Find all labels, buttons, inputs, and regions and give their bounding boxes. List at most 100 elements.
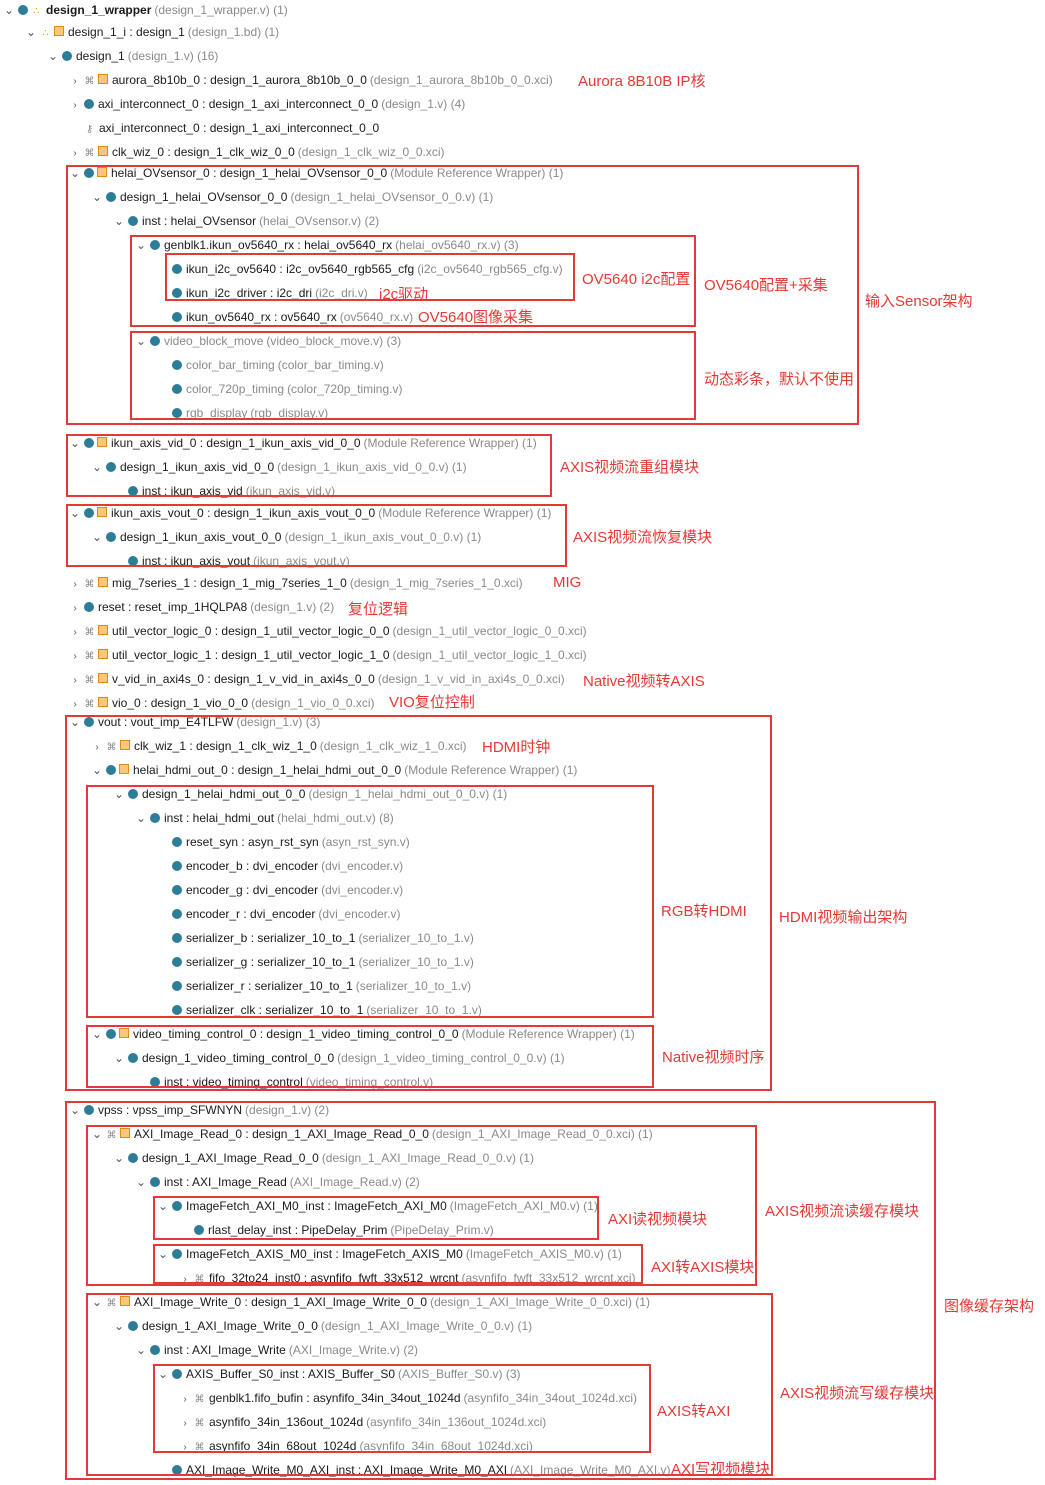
tree-row[interactable]: ⌄ikun_axis_vid_0 : design_1_ikun_axis_vi…: [69, 433, 537, 453]
tree-row[interactable]: ›encoder_b : dvi_encoder(dvi_encoder.v): [157, 856, 403, 876]
tree-row[interactable]: ›⚷axi_interconnect_0 : design_1_axi_inte…: [69, 118, 379, 138]
tree-row[interactable]: ›⌘asynfifo_34in_68out_1024d(asynfifo_34i…: [179, 1436, 533, 1456]
tree-row[interactable]: ›⌘genblk1.fifo_bufin : asynfifo_34in_34o…: [179, 1388, 637, 1408]
tree-row[interactable]: ›⌘fifo_32to24_inst0 : asynfifo_fwft_33x5…: [179, 1268, 635, 1288]
tree-row[interactable]: ›axi_interconnect_0 : design_1_axi_inter…: [69, 94, 465, 114]
tree-row[interactable]: ›⌘clk_wiz_0 : design_1_clk_wiz_0_0(desig…: [69, 142, 444, 162]
chevron-right-icon[interactable]: ›: [183, 1418, 187, 1429]
tree-row[interactable]: ⌄∴design_1_i : design_1(design_1.bd) (1): [25, 22, 279, 42]
tree-row[interactable]: ⌄video_block_move(video_block_move.v) (3…: [135, 331, 401, 351]
tree-row[interactable]: ⌄design_1_ikun_axis_vout_0_0(design_1_ik…: [91, 527, 481, 547]
chevron-down-icon[interactable]: ⌄: [91, 1127, 103, 1141]
tree-row[interactable]: ⌄AXIS_Buffer_S0_inst : AXIS_Buffer_S0(AX…: [157, 1364, 521, 1384]
chevron-down-icon[interactable]: ⌄: [135, 1343, 147, 1357]
chevron-down-icon[interactable]: ⌄: [91, 530, 103, 544]
tree-row[interactable]: ⌄design_1_video_timing_control_0_0(desig…: [113, 1048, 565, 1068]
chevron-down-icon[interactable]: ⌄: [113, 1051, 125, 1065]
tree-row[interactable]: ›color_bar_timing(color_bar_timing.v): [157, 355, 384, 375]
chevron-down-icon[interactable]: ⌄: [91, 1027, 103, 1041]
chevron-down-icon[interactable]: ⌄: [3, 3, 15, 17]
chevron-down-icon[interactable]: ⌄: [69, 1103, 81, 1117]
tree-row[interactable]: ›⌘util_vector_logic_0 : design_1_util_ve…: [69, 621, 586, 641]
chevron-down-icon[interactable]: ⌄: [113, 214, 125, 228]
chevron-down-icon[interactable]: ⌄: [69, 506, 81, 520]
tree-row[interactable]: ⌄helai_hdmi_out_0 : design_1_helai_hdmi_…: [91, 760, 577, 780]
chevron-down-icon[interactable]: ⌄: [47, 49, 59, 63]
chevron-down-icon[interactable]: ⌄: [25, 25, 37, 39]
tree-row[interactable]: ›inst : video_timing_control(video_timin…: [135, 1072, 433, 1092]
tree-row[interactable]: ›⌘util_vector_logic_1 : design_1_util_ve…: [69, 645, 586, 665]
tree-row[interactable]: ›ikun_ov5640_rx : ov5640_rx(ov5640_rx.v): [157, 307, 413, 327]
tree-row[interactable]: ⌄∴design_1_wrapper(design_1_wrapper.v) (…: [3, 0, 288, 20]
chevron-down-icon[interactable]: ⌄: [69, 166, 81, 180]
tree-row[interactable]: ›⌘clk_wiz_1 : design_1_clk_wiz_1_0(desig…: [91, 736, 466, 756]
chevron-down-icon[interactable]: ⌄: [135, 811, 147, 825]
tree-row[interactable]: ⌄vout : vout_imp_E4TLFW(design_1.v) (3): [69, 712, 320, 732]
tree-row[interactable]: ⌄inst : AXI_Image_Read(AXI_Image_Read.v)…: [135, 1172, 420, 1192]
tree-row[interactable]: ⌄design_1_AXI_Image_Write_0_0(design_1_A…: [113, 1316, 532, 1336]
chevron-right-icon[interactable]: ›: [73, 100, 77, 111]
chevron-down-icon[interactable]: ⌄: [157, 1247, 169, 1261]
tree-row[interactable]: ›serializer_b : serializer_10_to_1(seria…: [157, 928, 474, 948]
tree-row[interactable]: ›reset_syn : asyn_rst_syn(asyn_rst_syn.v…: [157, 832, 410, 852]
chevron-right-icon[interactable]: ›: [73, 627, 77, 638]
tree-row[interactable]: ›⌘mig_7series_1 : design_1_mig_7series_1…: [69, 573, 522, 593]
chevron-down-icon[interactable]: ⌄: [157, 1367, 169, 1381]
tree-row[interactable]: ⌄design_1(design_1.v) (16): [47, 46, 218, 66]
chevron-down-icon[interactable]: ⌄: [135, 334, 147, 348]
chevron-down-icon[interactable]: ⌄: [91, 460, 103, 474]
chevron-right-icon[interactable]: ›: [73, 699, 77, 710]
chevron-down-icon[interactable]: ⌄: [91, 763, 103, 777]
tree-row[interactable]: ›reset : reset_imp_1HQLPA8(design_1.v) (…: [69, 597, 334, 617]
chevron-right-icon[interactable]: ›: [183, 1274, 187, 1285]
chevron-down-icon[interactable]: ⌄: [135, 238, 147, 252]
tree-row[interactable]: ›serializer_g : serializer_10_to_1(seria…: [157, 952, 474, 972]
chevron-right-icon[interactable]: ›: [183, 1442, 187, 1453]
chevron-right-icon[interactable]: ›: [73, 603, 77, 614]
tree-row[interactable]: ›⌘vio_0 : design_1_vio_0_0(design_1_vio_…: [69, 693, 374, 713]
tree-row[interactable]: ⌄inst : helai_OVsensor(helai_OVsensor.v)…: [113, 211, 379, 231]
tree-row[interactable]: ⌄ImageFetch_AXI_M0_inst : ImageFetch_AXI…: [157, 1196, 598, 1216]
tree-row[interactable]: ⌄⌘AXI_Image_Read_0 : design_1_AXI_Image_…: [91, 1124, 653, 1144]
chevron-right-icon[interactable]: ›: [73, 651, 77, 662]
tree-row[interactable]: ⌄design_1_ikun_axis_vid_0_0(design_1_iku…: [91, 457, 467, 477]
tree-row[interactable]: ⌄inst : helai_hdmi_out(helai_hdmi_out.v)…: [135, 808, 394, 828]
chevron-right-icon[interactable]: ›: [73, 579, 77, 590]
chevron-right-icon[interactable]: ›: [73, 148, 77, 159]
chevron-down-icon[interactable]: ⌄: [157, 1199, 169, 1213]
chevron-down-icon[interactable]: ⌄: [91, 1295, 103, 1309]
chevron-down-icon[interactable]: ⌄: [113, 1319, 125, 1333]
tree-row[interactable]: ⌄helai_OVsensor_0 : design_1_helai_OVsen…: [69, 163, 563, 183]
tree-row[interactable]: ›AXI_Image_Write_M0_AXI_inst : AXI_Image…: [157, 1460, 671, 1480]
tree-row[interactable]: ›ikun_i2c_driver : i2c_dri(i2c_dri.v): [157, 283, 368, 303]
tree-row[interactable]: ⌄ikun_axis_vout_0 : design_1_ikun_axis_v…: [69, 503, 551, 523]
tree-row[interactable]: ⌄design_1_helai_OVsensor_0_0(design_1_he…: [91, 187, 493, 207]
chevron-down-icon[interactable]: ⌄: [113, 787, 125, 801]
tree-row[interactable]: ⌄video_timing_control_0 : design_1_video…: [91, 1024, 635, 1044]
tree-row[interactable]: ›⌘v_vid_in_axi4s_0 : design_1_v_vid_in_a…: [69, 669, 564, 689]
tree-row[interactable]: ⌄design_1_helai_hdmi_out_0_0(design_1_he…: [113, 784, 507, 804]
chevron-down-icon[interactable]: ⌄: [91, 190, 103, 204]
tree-row[interactable]: ⌄design_1_AXI_Image_Read_0_0(design_1_AX…: [113, 1148, 534, 1168]
tree-row[interactable]: ›rlast_delay_inst : PipeDelay_Prim(PipeD…: [179, 1220, 494, 1240]
chevron-right-icon[interactable]: ›: [73, 76, 77, 87]
tree-row[interactable]: ⌄⌘AXI_Image_Write_0 : design_1_AXI_Image…: [91, 1292, 650, 1312]
chevron-down-icon[interactable]: ⌄: [69, 436, 81, 450]
tree-row[interactable]: ›rgb_display(rgb_display.v): [157, 403, 328, 423]
chevron-down-icon[interactable]: ⌄: [113, 1151, 125, 1165]
tree-row[interactable]: ⌄inst : AXI_Image_Write(AXI_Image_Write.…: [135, 1340, 418, 1360]
tree-row[interactable]: ⌄genblk1.ikun_ov5640_rx : helai_ov5640_r…: [135, 235, 519, 255]
tree-row[interactable]: ›⌘aurora_8b10b_0 : design_1_aurora_8b10b…: [69, 70, 552, 90]
tree-row[interactable]: ›inst : ikun_axis_vid(ikun_axis_vid.v): [113, 481, 335, 501]
tree-row[interactable]: ›encoder_g : dvi_encoder(dvi_encoder.v): [157, 880, 403, 900]
tree-row[interactable]: ›⌘asynfifo_34in_136out_1024d(asynfifo_34…: [179, 1412, 546, 1432]
tree-row[interactable]: ›inst : ikun_axis_vout(ikun_axis_vout.v): [113, 551, 350, 571]
chevron-right-icon[interactable]: ›: [73, 675, 77, 686]
chevron-right-icon[interactable]: ›: [183, 1394, 187, 1405]
chevron-right-icon[interactable]: ›: [95, 742, 99, 753]
tree-row[interactable]: ⌄ImageFetch_AXIS_M0_inst : ImageFetch_AX…: [157, 1244, 622, 1264]
tree-row[interactable]: ⌄vpss : vpss_imp_SFWNYN(design_1.v) (2): [69, 1100, 329, 1120]
tree-row[interactable]: ›ikun_i2c_ov5640 : i2c_ov5640_rgb565_cfg…: [157, 259, 563, 279]
tree-row[interactable]: ›serializer_r : serializer_10_to_1(seria…: [157, 976, 471, 996]
chevron-down-icon[interactable]: ⌄: [135, 1175, 147, 1189]
